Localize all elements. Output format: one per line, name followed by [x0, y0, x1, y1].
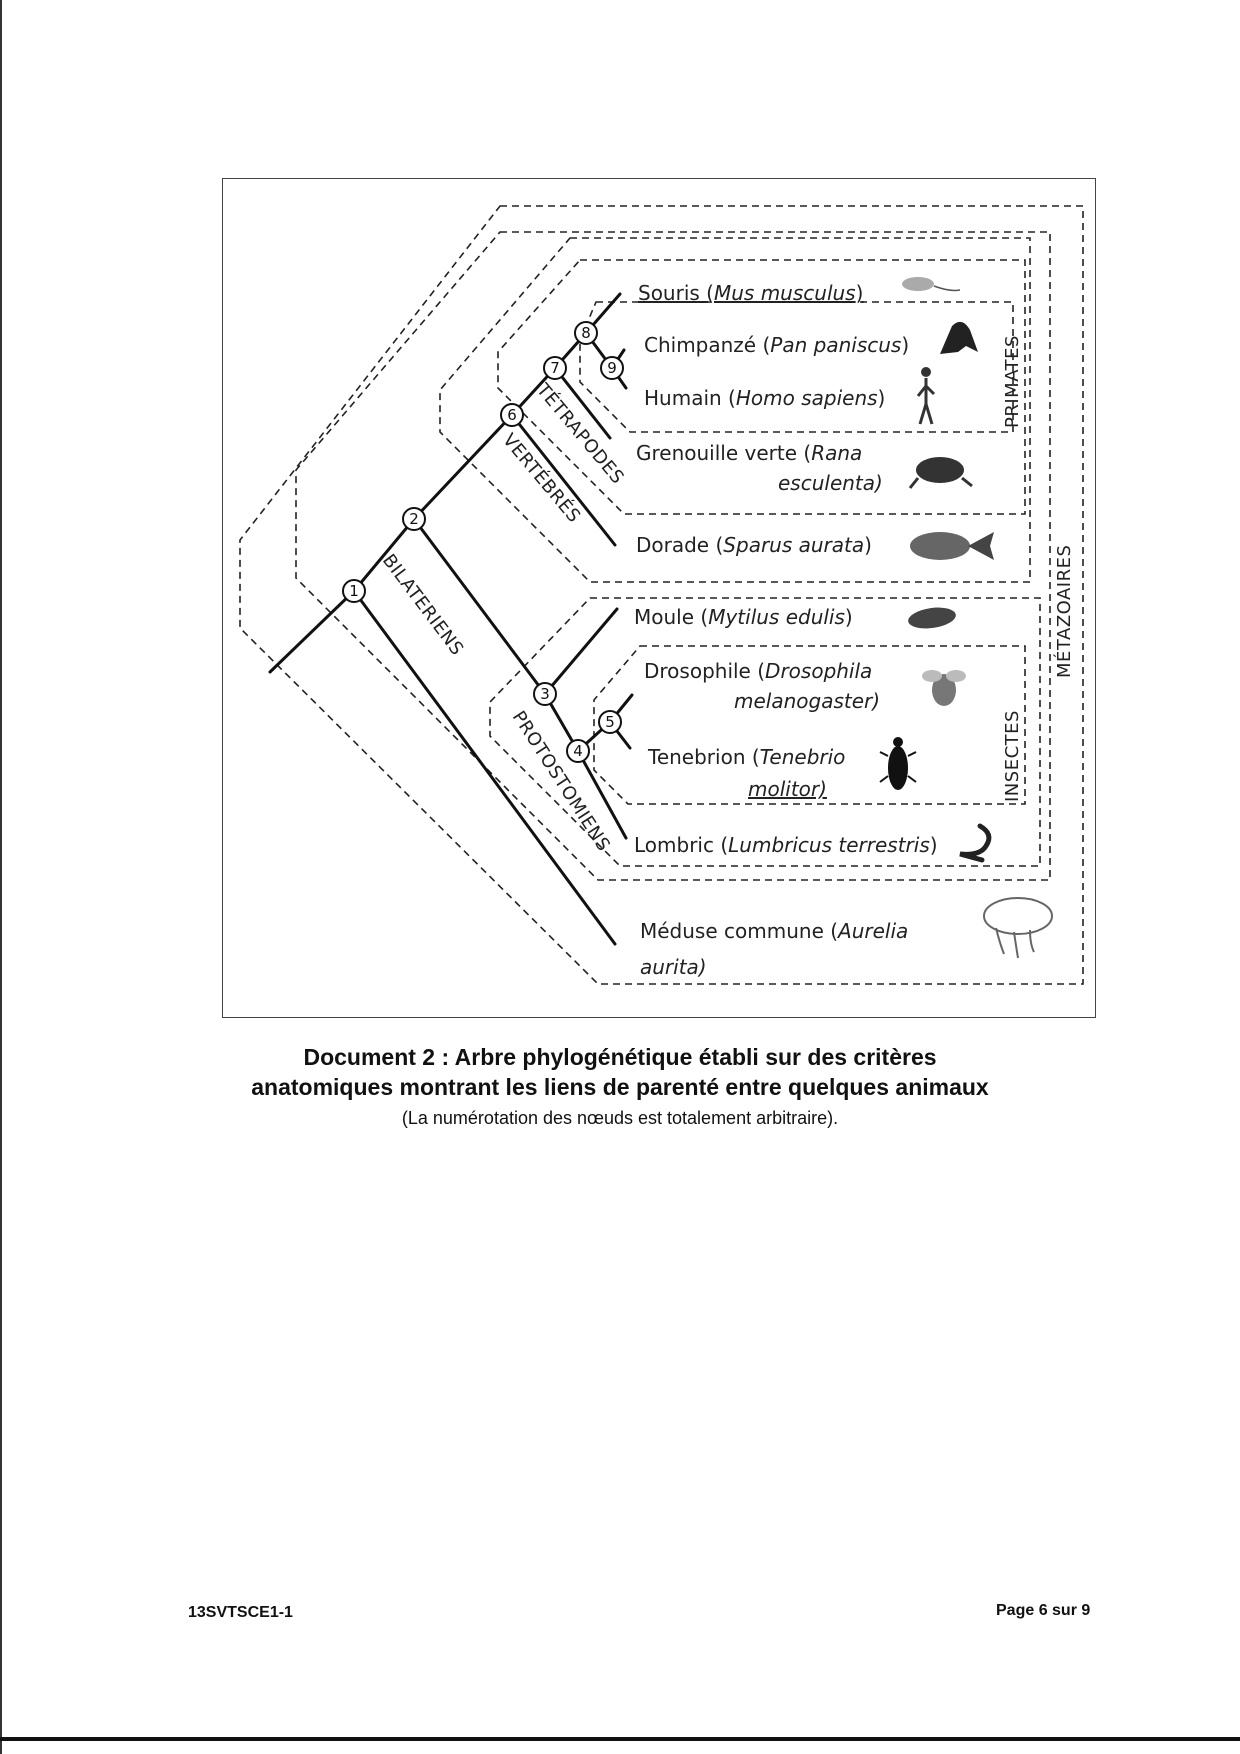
svg-text:3: 3 — [540, 685, 550, 703]
svg-text:5: 5 — [605, 713, 615, 731]
species-meduse-line2: aurita) — [640, 955, 707, 979]
species-labels: Souris (Mus musculus) Chimpanzé (Pan pan… — [634, 281, 938, 979]
species-drosophile-line2: melanogaster) — [734, 689, 880, 713]
human-icon — [916, 367, 936, 425]
fly-icon — [922, 670, 966, 706]
caption-line-1: Document 2 : Arbre phylogénétique établi… — [303, 1044, 937, 1070]
figure-frame — [222, 178, 1096, 1018]
frog-icon — [908, 457, 973, 489]
trunk-2-6 — [412, 413, 514, 521]
node-2: 2 — [402, 507, 426, 531]
species-moule: Moule (Mytilus edulis) — [634, 605, 853, 629]
species-meduse: Méduse commune (Aurelia — [640, 919, 908, 943]
group-label-protostomiens: PROTOSTOMIENS — [508, 707, 614, 855]
jellyfish-icon — [983, 897, 1053, 959]
group-outlines — [239, 205, 1084, 985]
svg-text:6: 6 — [507, 406, 517, 424]
branch-moule — [543, 607, 619, 696]
outline-vertebres — [439, 237, 1031, 583]
trunk-1-2 — [352, 517, 416, 593]
species-grenouille: Grenouille verte (Rana — [636, 441, 862, 465]
species-grenouille-line2: esculenta) — [778, 471, 883, 495]
branch-grenouille — [553, 366, 612, 440]
page-bottom-border — [0, 1737, 1240, 1741]
svg-text:9: 9 — [607, 359, 617, 377]
branch-meduse — [352, 589, 617, 946]
node-1: 1 — [342, 579, 366, 603]
node-6: 6 — [500, 403, 524, 427]
fish-icon — [910, 532, 994, 560]
group-label-vertebres: VERTÉBRÉS — [498, 429, 585, 527]
group-label-primates: PRIMATES — [1002, 335, 1023, 428]
svg-text:8: 8 — [581, 324, 591, 342]
species-lombric: Lombric (Lumbricus terrestris) — [634, 833, 938, 857]
caption-line-2: anatomiques montrant les liens de parent… — [251, 1074, 989, 1100]
species-tenebrion-line2: molitor) — [748, 777, 827, 801]
chimpanzee-icon — [940, 321, 978, 354]
outline-primates — [579, 301, 1014, 433]
tree-branches — [268, 292, 634, 946]
mussel-icon — [908, 607, 956, 629]
outline-bilateriens — [295, 231, 1051, 881]
footer-page-number: Page 6 sur 9 — [996, 1602, 1091, 1619]
species-dorade: Dorade (Sparus aurata) — [636, 533, 872, 557]
node-8: 8 — [574, 321, 598, 345]
node-3: 3 — [533, 682, 557, 706]
outline-tetrapodes — [497, 259, 1026, 515]
figure-caption-title: Document 2 : Arbre phylogénétique établi… — [150, 1042, 1090, 1102]
species-humain: Humain (Homo sapiens) — [644, 386, 885, 410]
outline-metazoaires — [239, 205, 1084, 985]
branch-lombric — [576, 749, 628, 840]
svg-text:4: 4 — [573, 742, 583, 760]
species-souris: Souris (Mus musculus) — [638, 281, 863, 305]
outline-protostomiens — [489, 597, 1041, 867]
footer-document-code: 13SVTSCE1-1 — [188, 1604, 293, 1621]
beetle-icon — [879, 737, 917, 790]
outline-insectes — [593, 645, 1026, 805]
root-branch — [268, 589, 356, 674]
svg-text:1: 1 — [349, 582, 359, 600]
figure-caption-note: (La numérotation des nœuds est totalemen… — [401, 1108, 839, 1128]
node-5: 5 — [598, 710, 622, 734]
node-7: 7 — [543, 356, 567, 380]
species-tenebrion: Tenebrion (Tenebrio — [647, 745, 845, 769]
branch-dorade — [510, 413, 617, 547]
svg-text:2: 2 — [409, 510, 419, 528]
page-left-border — [0, 0, 2, 1754]
species-chimpanze: Chimpanzé (Pan paniscus) — [644, 333, 909, 357]
branch-2-3 — [412, 517, 547, 696]
mouse-icon — [902, 277, 961, 292]
group-label-metazoaires: MÉTAZOAIRES — [1053, 545, 1075, 678]
animal-illustrations — [879, 277, 1053, 959]
tree-nodes: 1 2 3 4 5 6 7 8 9 — [342, 321, 624, 763]
group-label-insectes: INSECTES — [1002, 710, 1023, 802]
node-4: 4 — [566, 739, 590, 763]
earthworm-icon — [959, 823, 992, 863]
svg-text:7: 7 — [550, 359, 560, 377]
species-drosophile: Drosophile (Drosophila — [644, 659, 872, 683]
group-labels: PRIMATES INSECTES MÉTAZOAIRES TÉTRAPODES… — [378, 335, 1075, 855]
node-9: 9 — [600, 356, 624, 380]
